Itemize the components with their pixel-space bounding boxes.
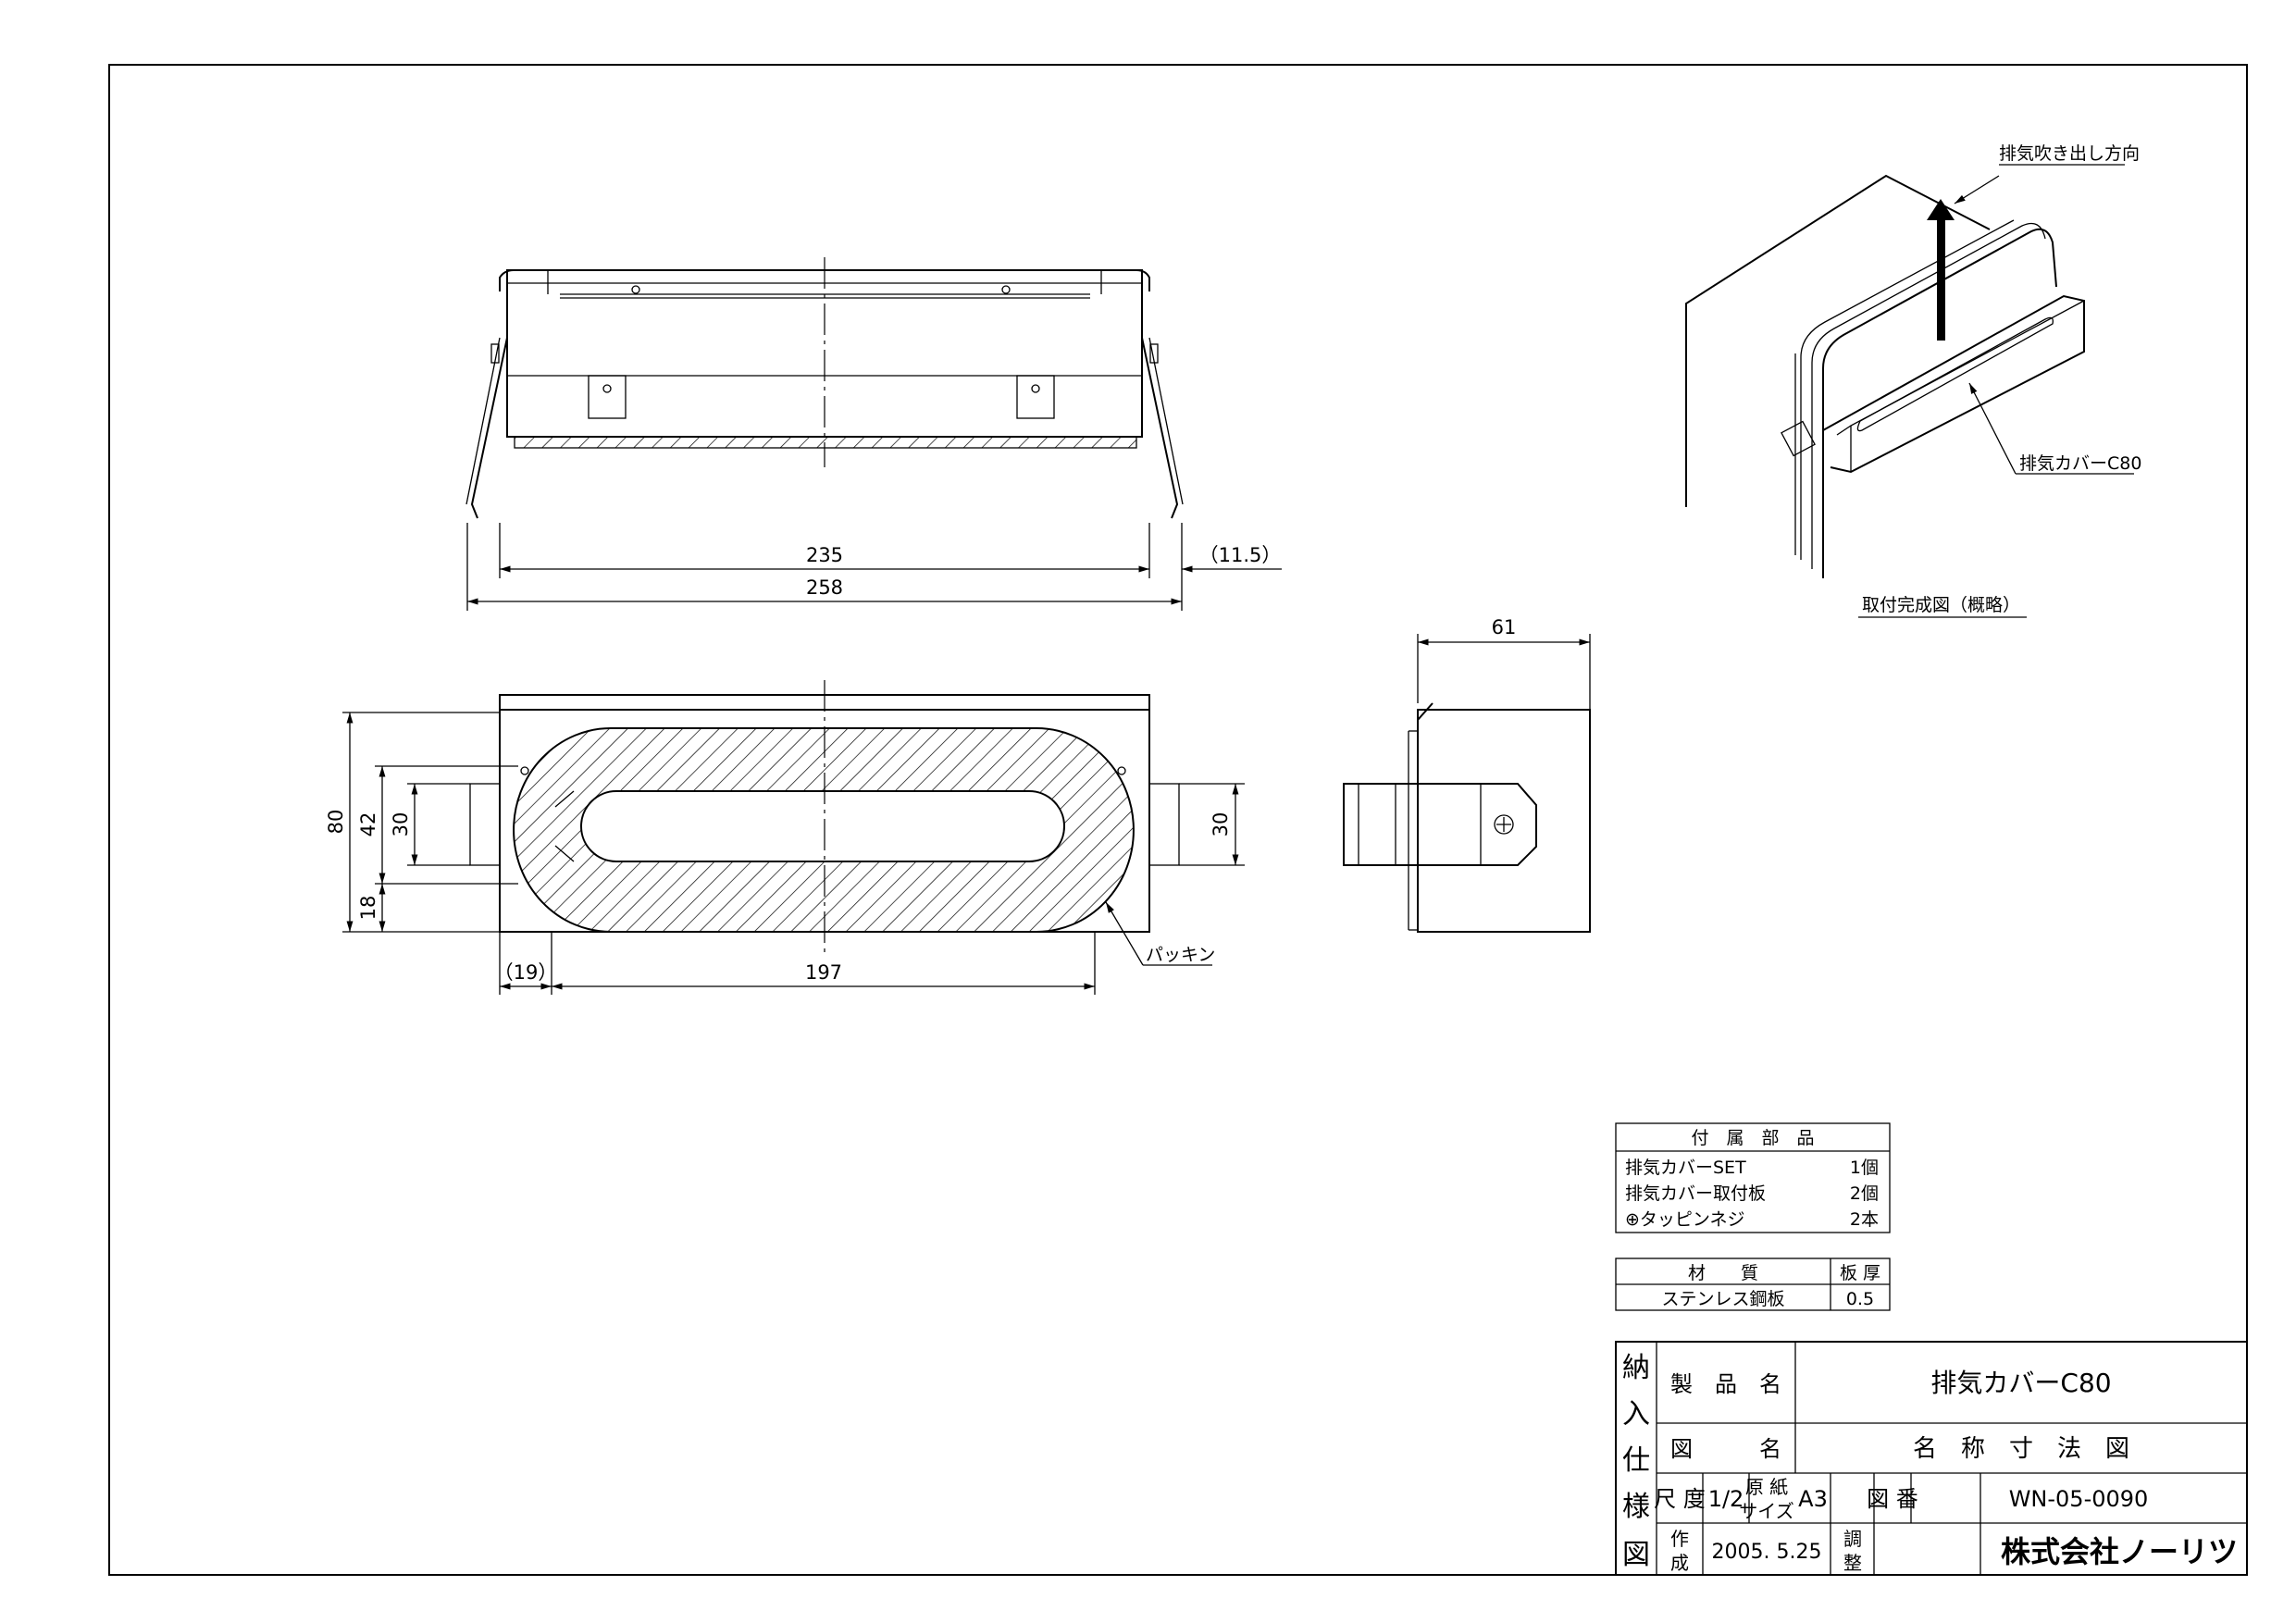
scale-label: 尺 度 bbox=[1654, 1486, 1706, 1512]
cover-name-label: 排気カバーC80 bbox=[2019, 453, 2141, 474]
product-name-value: 排気カバーC80 bbox=[1930, 1368, 2111, 1398]
dim-42: 42 bbox=[357, 812, 379, 837]
dim-30-left: 30 bbox=[390, 812, 412, 837]
installed-view: 排気吹き出し方向 排気カバーC80 取付完成図（概略） bbox=[1685, 143, 2141, 618]
parts-row-qty: 2本 bbox=[1850, 1209, 1879, 1230]
title-block: 納 入 仕 様 図 製 品 名 排気カバーC80 図 名 名 称 寸 法 図 尺… bbox=[1615, 1341, 2248, 1576]
parts-row-qty: 1個 bbox=[1850, 1158, 1879, 1178]
sheet-border bbox=[108, 64, 2248, 1576]
side-char: 入 bbox=[1622, 1398, 1650, 1431]
paper-size-label: 原 紙 bbox=[1745, 1476, 1788, 1498]
parts-row-name: ⊕タッピンネジ bbox=[1625, 1209, 1745, 1230]
adjusted-label: 整 bbox=[1843, 1552, 1862, 1574]
drawing-number-label: 図 番 bbox=[1867, 1486, 1918, 1512]
material-table: 材 質 板 厚 ステンレス鋼板 0.5 bbox=[1615, 1258, 1891, 1311]
dim-30-right: 30 bbox=[1210, 812, 1232, 837]
drawing-name-label: 図 名 bbox=[1670, 1436, 1781, 1462]
side-char: 図 bbox=[1622, 1539, 1650, 1571]
created-label: 成 bbox=[1670, 1552, 1689, 1574]
drawing-name-value: 名 称 寸 法 図 bbox=[1913, 1435, 2129, 1463]
dim-11-5: （11.5） bbox=[1199, 544, 1282, 566]
thickness-value: 0.5 bbox=[1846, 1289, 1874, 1309]
front-view-dimensions: 80 42 30 18 30 （19） 197 パッキン bbox=[325, 712, 1245, 995]
side-view: 61 bbox=[1343, 616, 1591, 933]
parts-row-name: 排気カバー取付板 bbox=[1625, 1183, 1766, 1204]
top-view bbox=[465, 257, 1184, 519]
side-char: 様 bbox=[1622, 1491, 1650, 1523]
packing-label: パッキン bbox=[1146, 945, 1215, 965]
thickness-header: 板 厚 bbox=[1840, 1263, 1880, 1283]
parts-row-name: 排気カバーSET bbox=[1625, 1158, 1746, 1178]
dim-18: 18 bbox=[357, 896, 379, 921]
adjusted-label: 調 bbox=[1843, 1528, 1862, 1550]
dim-258: 258 bbox=[806, 576, 843, 599]
dim-80: 80 bbox=[325, 810, 347, 835]
company-name: 株式会社ノーリツ bbox=[2001, 1534, 2238, 1569]
side-char: 納 bbox=[1622, 1352, 1650, 1384]
dim-197: 197 bbox=[805, 961, 842, 984]
packing-hatch bbox=[513, 727, 1135, 933]
created-date: 2005. 5.25 bbox=[1712, 1541, 1822, 1564]
dim-61: 61 bbox=[1492, 616, 1517, 638]
top-view-dimensions: 235 （11.5） 258 bbox=[466, 523, 1282, 611]
paper-size-value: A3 bbox=[1798, 1486, 1828, 1512]
created-label: 作 bbox=[1670, 1528, 1689, 1550]
exhaust-arrow bbox=[1927, 199, 1955, 341]
scale-value: 1/2 bbox=[1708, 1486, 1744, 1512]
drawing-number-value: WN-05-0090 bbox=[2009, 1486, 2149, 1512]
parts-table: 付 属 部 品 排気カバーSET 1個 排気カバー取付板 2個 ⊕タッピンネジ … bbox=[1615, 1122, 1891, 1233]
paper-size-label: サイズ bbox=[1739, 1500, 1793, 1522]
side-char: 仕 bbox=[1622, 1444, 1650, 1477]
material-header: 材 質 bbox=[1688, 1263, 1758, 1283]
dim-235: 235 bbox=[806, 544, 843, 566]
material-value: ステンレス鋼板 bbox=[1661, 1289, 1784, 1309]
product-name-label: 製 品 名 bbox=[1670, 1371, 1781, 1397]
front-view bbox=[469, 680, 1180, 953]
top-gasket-hatch bbox=[514, 436, 1137, 449]
parts-table-header: 付 属 部 品 bbox=[1691, 1128, 1814, 1148]
dim-19: （19） bbox=[494, 961, 558, 984]
install-view-caption: 取付完成図（概略） bbox=[1862, 595, 2020, 615]
exhaust-direction-label: 排気吹き出し方向 bbox=[1999, 143, 2140, 164]
parts-row-qty: 2個 bbox=[1850, 1183, 1879, 1204]
